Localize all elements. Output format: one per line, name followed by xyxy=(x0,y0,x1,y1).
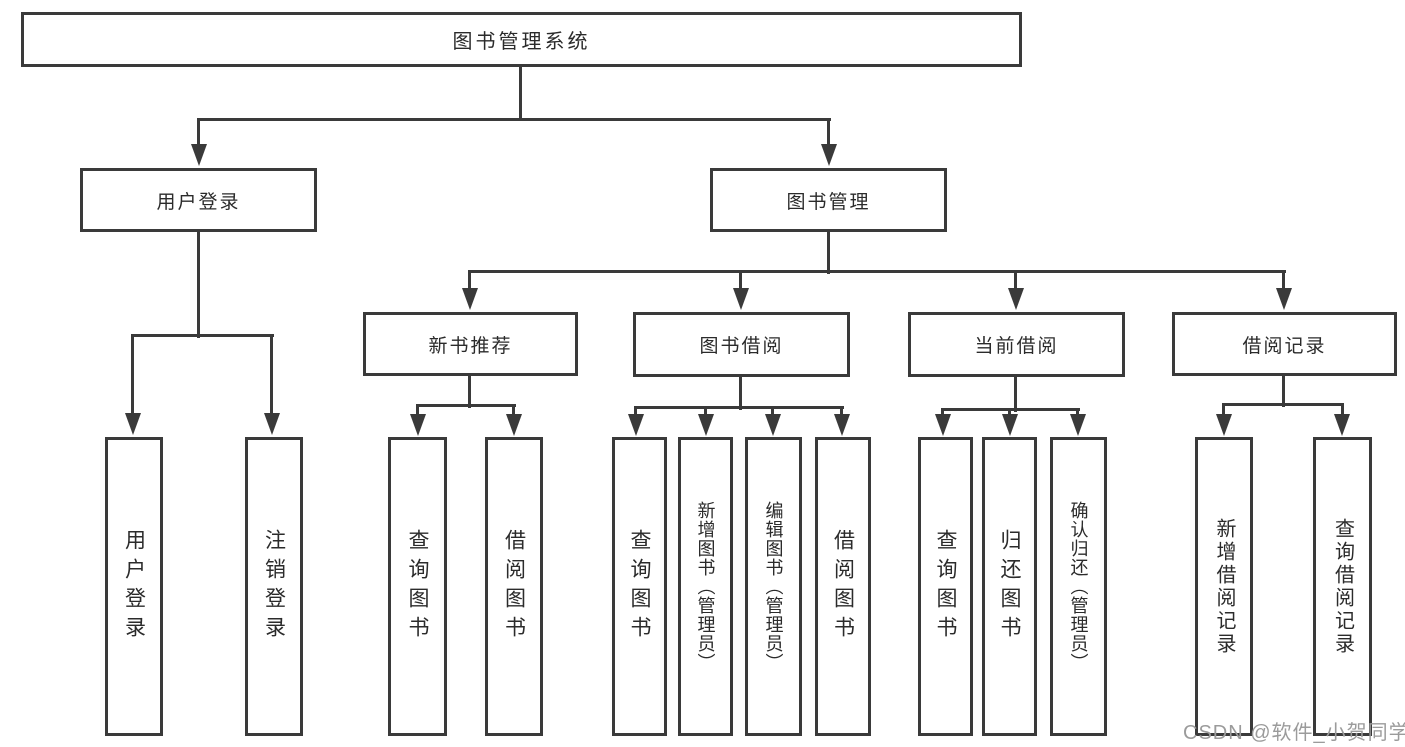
leaf-logout-label: 注销登录 xyxy=(262,528,286,645)
node-book-borrow-label: 图书借阅 xyxy=(699,336,784,357)
connector-line xyxy=(634,408,637,416)
arrow-down xyxy=(834,414,850,436)
connector-line xyxy=(1341,405,1344,416)
connector-line xyxy=(1014,377,1017,412)
arrow-down xyxy=(698,414,714,436)
connector-line xyxy=(941,410,944,416)
leaf-edit-books-admin: 编辑图书（管理员） xyxy=(745,437,802,736)
arrow-down xyxy=(462,288,478,310)
connector-line xyxy=(197,120,200,148)
node-borrow-records-label: 借阅记录 xyxy=(1242,335,1327,357)
connector-line xyxy=(1014,272,1017,290)
leaf-logout: 注销登录 xyxy=(245,437,303,736)
leaf-edit-books-admin-label: 编辑图书（管理员） xyxy=(763,501,784,672)
leaf-query-books-recommend: 查询图书 xyxy=(388,437,447,736)
connector-line xyxy=(468,272,471,290)
connector-line xyxy=(1282,272,1285,290)
connector-line xyxy=(1222,403,1344,406)
arrow-down xyxy=(125,413,141,435)
connector-line xyxy=(416,406,419,416)
connector-line xyxy=(941,408,1080,411)
arrow-down xyxy=(506,414,522,436)
connector-line xyxy=(416,404,516,407)
connector-line xyxy=(270,336,273,414)
connector-line xyxy=(739,377,742,410)
arrow-down xyxy=(733,288,749,310)
arrow-down xyxy=(191,144,207,166)
leaf-add-books-admin: 新增图书（管理员） xyxy=(678,437,733,736)
connector-line xyxy=(468,375,471,408)
connector-line xyxy=(131,334,274,337)
leaf-confirm-return-admin: 确认归还（管理员） xyxy=(1050,437,1107,736)
arrow-down xyxy=(410,414,426,436)
arrow-down xyxy=(935,414,951,436)
leaf-borrow-books-label: 借阅图书 xyxy=(831,528,855,645)
connector-line xyxy=(1282,375,1285,407)
connector-line xyxy=(634,406,844,409)
leaf-query-books-recommend-label: 查询图书 xyxy=(406,528,429,645)
leaf-borrow-books-recommend-label: 借阅图书 xyxy=(502,528,526,645)
node-new-book-recommend: 新书推荐 xyxy=(363,312,578,376)
connector-line xyxy=(1076,410,1079,416)
leaf-user-login-label: 用户登录 xyxy=(122,528,146,645)
arrow-down xyxy=(1334,414,1350,436)
arrow-down xyxy=(628,414,644,436)
node-current-borrow: 当前借阅 xyxy=(908,312,1125,377)
connector-line xyxy=(739,272,742,290)
leaf-borrow-books: 借阅图书 xyxy=(815,437,871,736)
node-current-borrow-label: 当前借阅 xyxy=(974,336,1059,357)
leaf-confirm-return-admin-label: 确认归还（管理员） xyxy=(1068,501,1089,672)
node-user-login-label: 用户登录 xyxy=(156,191,241,213)
leaf-query-books-current-label: 查询图书 xyxy=(934,528,957,645)
arrow-down xyxy=(1008,288,1024,310)
arrow-down xyxy=(1070,414,1086,436)
leaf-borrow-books-recommend: 借阅图书 xyxy=(485,437,543,736)
node-book-borrow: 图书借阅 xyxy=(633,312,850,377)
leaf-add-borrow-record: 新增借阅记录 xyxy=(1195,437,1253,736)
node-new-book-recommend-label: 新书推荐 xyxy=(428,335,513,357)
leaf-user-login: 用户登录 xyxy=(105,437,163,736)
connector-line xyxy=(197,118,831,121)
connector-line xyxy=(827,232,830,274)
connector-line xyxy=(1008,410,1011,416)
node-root: 图书管理系统 xyxy=(21,12,1022,67)
watermark: CSDN @软件_小贺同学 xyxy=(1183,722,1405,744)
node-root-label: 图书管理系统 xyxy=(452,31,591,53)
node-book-management-label: 图书管理 xyxy=(786,191,871,213)
node-user-login: 用户登录 xyxy=(80,168,317,232)
connector-line xyxy=(468,270,1286,273)
arrow-down xyxy=(1002,414,1018,436)
connector-line xyxy=(771,408,774,416)
leaf-query-borrow-record: 查询借阅记录 xyxy=(1313,437,1372,736)
leaf-add-books-admin-label: 新增图书（管理员） xyxy=(695,501,716,672)
arrow-down xyxy=(765,414,781,436)
connector-line xyxy=(197,232,200,338)
arrow-down xyxy=(821,144,837,166)
leaf-query-borrow-record-label: 查询借阅记录 xyxy=(1331,517,1354,656)
connector-line xyxy=(704,408,707,416)
leaf-query-books-borrow-label: 查询图书 xyxy=(628,528,651,645)
leaf-return-books: 归还图书 xyxy=(982,437,1037,736)
node-book-management: 图书管理 xyxy=(710,168,947,232)
connector-line xyxy=(840,408,843,416)
arrow-down xyxy=(1276,288,1292,310)
leaf-query-books-borrow: 查询图书 xyxy=(612,437,667,736)
leaf-return-books-label: 归还图书 xyxy=(998,528,1021,645)
arrow-down xyxy=(1216,414,1232,436)
node-borrow-records: 借阅记录 xyxy=(1172,312,1397,376)
connector-line xyxy=(131,336,134,414)
arrow-down xyxy=(264,413,280,435)
connector-line xyxy=(519,67,522,121)
leaf-query-books-current: 查询图书 xyxy=(918,437,973,736)
connector-line xyxy=(1222,405,1225,416)
connector-line xyxy=(827,120,830,148)
connector-line xyxy=(512,406,515,416)
leaf-add-borrow-record-label: 新增借阅记录 xyxy=(1213,517,1235,656)
